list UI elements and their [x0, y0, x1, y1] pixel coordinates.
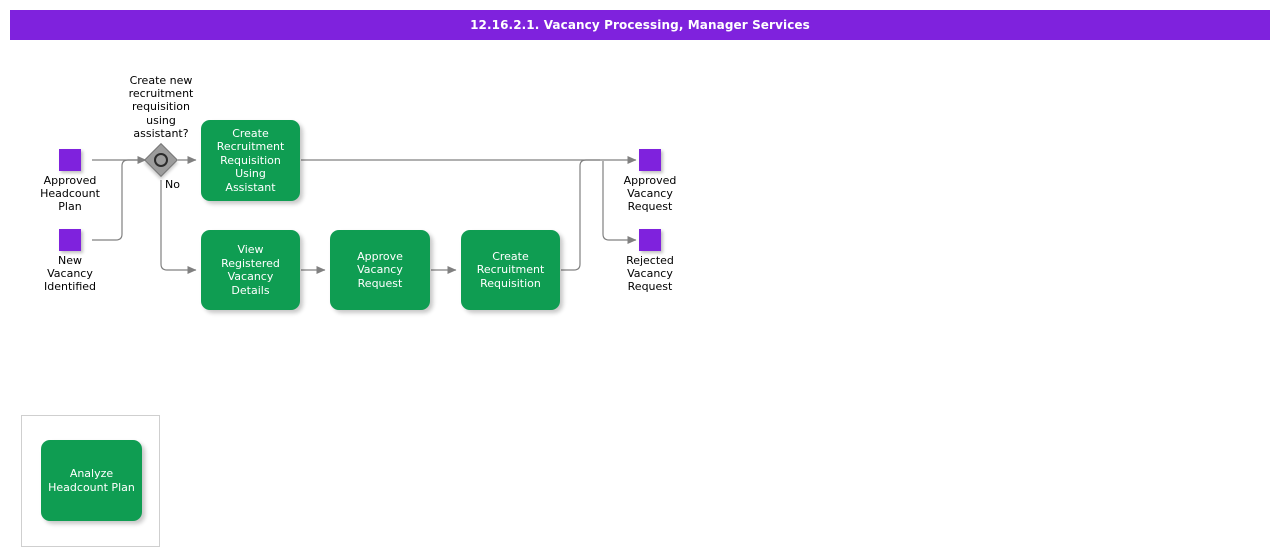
end-event-approved-vacancy-request-label: Approved Vacancy Request	[623, 174, 677, 214]
task-view-registered-vacancy-details[interactable]: View Registered Vacancy Details	[201, 230, 300, 310]
page-title-bar: 12.16.2.1. Vacancy Processing, Manager S…	[10, 10, 1270, 40]
task-create-recruitment-requisition-using-assistant[interactable]: Create Recruitment Requisition Using Ass…	[201, 120, 300, 201]
flow-label-no: No	[165, 178, 180, 191]
gateway-event-ring-icon	[154, 153, 168, 167]
task-label: Analyze Headcount Plan	[48, 467, 135, 494]
task-label: Approve Vacancy Request	[357, 249, 403, 290]
flow-gateway-no-to-view-vacancy	[160, 180, 197, 274]
start-event-new-vacancy-identified[interactable]	[59, 229, 81, 251]
start-event-approved-headcount-plan[interactable]	[59, 149, 81, 171]
task-approve-vacancy-request[interactable]: Approve Vacancy Request	[330, 230, 430, 310]
end-event-rejected-vacancy-request[interactable]	[639, 229, 661, 251]
start-event-approved-headcount-plan-label: Approved Headcount Plan	[40, 174, 100, 214]
group-container-analyze-headcount-plan: Analyze Headcount Plan	[21, 415, 160, 547]
task-analyze-headcount-plan[interactable]: Analyze Headcount Plan	[41, 440, 142, 521]
gateway-question-label: Create new recruitment requisition using…	[128, 74, 194, 140]
end-event-approved-vacancy-request[interactable]	[639, 149, 661, 171]
end-event-rejected-vacancy-request-label: Rejected Vacancy Request	[626, 254, 674, 294]
task-label: Create Recruitment Requisition	[476, 249, 545, 290]
flow-create-req-to-approved	[561, 159, 600, 271]
start-event-new-vacancy-identified-label: New Vacancy Identified	[43, 254, 96, 294]
gateway-create-new-requisition[interactable]	[144, 143, 178, 177]
task-create-recruitment-requisition[interactable]: Create Recruitment Requisition	[461, 230, 560, 310]
task-label: Create Recruitment Requisition Using Ass…	[216, 126, 285, 194]
page-title: 12.16.2.1. Vacancy Processing, Manager S…	[470, 18, 810, 32]
task-label: View Registered Vacancy Details	[221, 243, 280, 297]
